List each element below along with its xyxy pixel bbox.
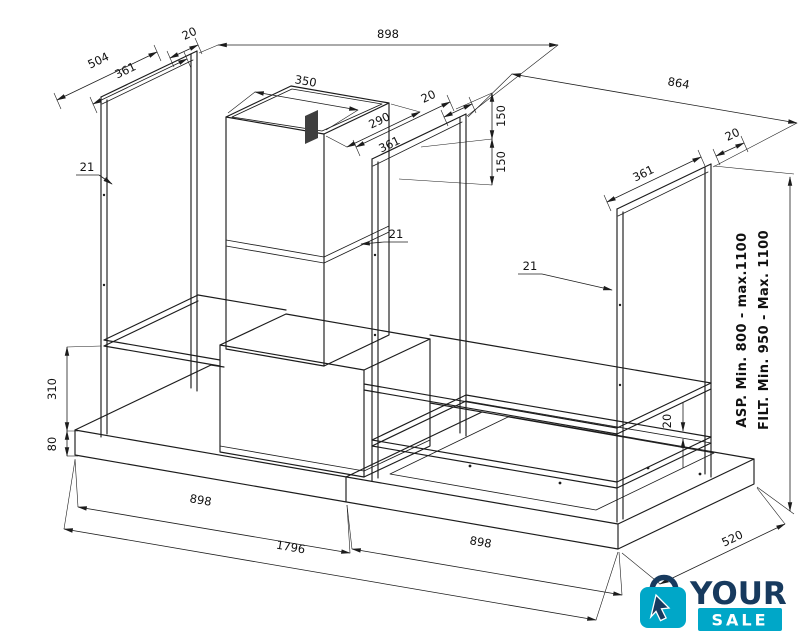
dim-20-mid-label: 20 [419, 87, 438, 106]
yoursale-logo: YOUR SALE [640, 574, 787, 631]
dim-898-bottom-left: 898 [74, 458, 351, 554]
dim-1796-label: 1796 [275, 538, 306, 557]
dim-20-shelf: 20 [660, 402, 686, 468]
dim-80: 80 [45, 430, 78, 457]
right-frame [616, 163, 712, 523]
dim-350: 350 [227, 72, 359, 131]
dim-21-left: 21 [76, 160, 113, 185]
dim-361-mid: 361 [352, 94, 455, 157]
dim-898-bottom-right-label: 898 [469, 533, 493, 550]
dim-1796: 1796 [63, 459, 619, 621]
dim-21-right-label: 21 [523, 259, 538, 273]
dim-21-center: 21 [360, 227, 408, 246]
dim-864: 864 [467, 73, 798, 168]
cursor-icon [649, 593, 671, 622]
dim-361-mid-label: 361 [376, 133, 402, 155]
shopping-bag-icon [640, 574, 686, 628]
dim-21-left-label: 21 [80, 160, 95, 174]
asp-height-note: ASP. Min. 800 - max.1100 [735, 232, 750, 427]
logo-word-sale: SALE [711, 611, 768, 630]
dim-361-right-label: 361 [630, 162, 656, 184]
dim-504: 504 [53, 44, 162, 110]
dim-150-upper: 150 [398, 92, 508, 186]
dim-150-upper-label: 150 [494, 105, 508, 127]
filt-height-note: FILT. Min. 950 - Max. 1100 [757, 230, 772, 430]
logo-word-your: YOUR [689, 576, 787, 612]
upper-shelf [103, 294, 712, 435]
dim-898-top: 898 [198, 27, 559, 117]
lower-shelf [371, 394, 712, 489]
dim-864-label: 864 [667, 74, 691, 91]
logo-sale-box [698, 608, 782, 631]
dim-898-bottom-left-label: 898 [189, 491, 213, 508]
dim-520-label: 520 [719, 527, 745, 549]
dim-20-mid: 20 [419, 87, 477, 127]
dim-898-bottom-right: 898 [346, 504, 623, 596]
height-annotations: ASP. Min. 800 - max.1100 FILT. Min. 950 … [713, 165, 795, 515]
dim-20-shelf-label: 20 [660, 414, 674, 429]
dim-350-label: 350 [294, 72, 318, 89]
chimney-duct [225, 85, 390, 367]
dim-20-top-left-label: 20 [180, 24, 199, 43]
dim-504-label: 504 [85, 49, 111, 71]
dim-150-lower-label: 150 [494, 151, 508, 173]
dim-20-right: 20 [712, 125, 749, 166]
dim-80-label: 80 [45, 437, 59, 452]
dim-310-label: 310 [45, 378, 59, 400]
dim-20-right-label: 20 [723, 125, 742, 144]
dim-898-top-label: 898 [377, 27, 399, 41]
dim-150-lower: 150 [489, 138, 508, 186]
dim-21-center-label: 21 [389, 227, 404, 241]
dim-290-label: 290 [366, 109, 392, 131]
vent-slot [305, 110, 318, 144]
hood-body [219, 313, 431, 478]
dim-21-right: 21 [518, 259, 613, 291]
dim-310: 310 [45, 345, 102, 432]
